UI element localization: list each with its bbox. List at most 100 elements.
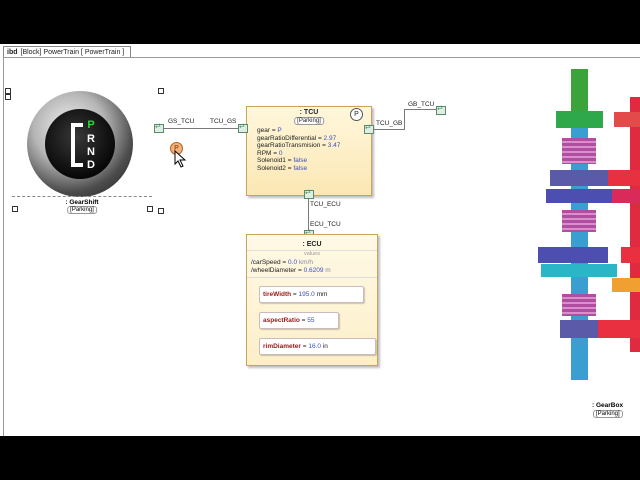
diagram-canvas[interactable]: ibd[Block] PowerTrain [ PowerTrain ] P R… [0,44,640,436]
attr-value: 3.47 [327,142,341,149]
part-unit: mm [314,291,328,298]
gear-letter-p: P [87,119,95,131]
gearbox-gear [541,264,617,277]
gear-letter-d: D [87,159,95,171]
selection-handle[interactable] [147,206,153,212]
pin-p-icon[interactable]: P [170,142,183,155]
attr-name: /wheelDiameter = [251,266,304,274]
gearbox-output-shaft [630,97,640,352]
gear-letter-n: N [87,146,95,158]
frame-kind: ibd [7,49,18,56]
attr-value: 2.97 [323,134,337,142]
attr-name: Solenoid2 = [257,164,294,172]
tcu-attr-ratio-trans: gearRatioTransmision = 3.47 [257,142,340,150]
tcu-ecu-port-label: TCU_ECU [310,201,341,208]
ecu-name: : ECU [302,241,322,248]
part-value: 195.0 [298,291,315,298]
tcu-attr-solenoid2: Solenoid2 = false [257,165,307,173]
gearbox-state: [Parking] [593,410,623,418]
tcu-gb-port-label: TCU_GB [376,120,403,127]
part-value: 55 [307,317,315,324]
gearshift-knob-face: P R N D [45,109,115,179]
attr-value: false [293,157,308,164]
tcu-attr-ratio-diff: gearRatioDifferential = 2.97 [257,135,336,143]
frame-title-tab: ibd[Block] PowerTrain [ PowerTrain ] [3,46,132,58]
gearbox-synchro [562,294,596,316]
aspect-ratio-part[interactable]: aspectRatio = 55 [259,312,339,329]
gearshift-state: [Parking] [67,206,97,214]
gear-letter-r: R [87,133,95,145]
attr-unit: km/h [298,259,313,266]
attr-value: 0.6209 [303,266,324,274]
attr-value: P [277,127,282,134]
selection-handle[interactable] [5,94,11,100]
attr-value: false [293,164,308,172]
shift-gate-bar [71,123,83,127]
gearbox-gear [621,247,640,263]
attr-value: 0.0 [288,259,298,266]
selection-handle[interactable] [5,88,11,94]
ecu-block[interactable]: : ECU values /carSpeed = 0.0 km/h /wheel… [246,234,378,366]
gearbox-reverse-gear [612,278,640,292]
attr-name: RPM = [257,149,279,157]
tire-width-part[interactable]: tireWidth = 195.0 mm [259,286,364,303]
ecu-values-header: values [304,251,320,257]
connector-tcu-gb[interactable] [373,129,405,130]
tcu-pin-p-icon[interactable]: P [350,108,363,121]
gearbox-gear [556,111,603,128]
tcu-gs-port[interactable] [238,122,248,133]
gearshift-name: : GearShift [65,199,99,206]
gearbox-gear [546,189,612,203]
part-name: tireWidth [263,291,292,298]
part-eq: = [300,343,309,350]
tcu-name: : TCU [299,109,319,116]
gearbox-input-shaft [571,69,588,115]
attr-name: Solenoid1 = [257,157,294,164]
tcu-state: [Parking] [294,117,324,125]
gearshift-knob-image[interactable]: P R N D [27,91,133,197]
attr-name: /carSpeed = [251,259,289,266]
tcu-attr-rpm: RPM = 0 [257,150,282,158]
gs-tcu-port-label: GS_TCU [168,118,195,125]
attr-name: gearRatioTransmision = [257,142,328,149]
connector-tcu-gb[interactable] [404,109,405,130]
connector-tcu-ecu[interactable] [308,199,309,232]
shift-gate-bar [71,123,75,167]
gearbox-gear [598,320,640,338]
mouse-cursor-icon [174,150,187,168]
gs-tcu-port[interactable] [154,122,164,133]
attr-unit: m [325,266,331,274]
selection-handle[interactable] [158,88,164,94]
gearbox-gear [550,170,608,186]
tcu-ecu-port[interactable] [304,188,314,199]
part-value: 16.0 [308,343,322,350]
attr-name: gearRatioDifferential = [257,134,324,142]
tcu-attr-solenoid1: Solenoid1 = false [257,157,307,165]
ecu-tcu-port-label: ECU_TCU [310,221,341,228]
gearbox-gear [560,320,598,338]
attr-value: 0 [278,149,283,157]
gearbox-gear [612,189,640,203]
gearbox-gear [608,170,640,186]
connector-gs-tcu[interactable] [164,128,238,129]
rim-diameter-part[interactable]: rimDiameter = 16.0 in [259,338,376,355]
part-name: rimDiameter [263,343,301,350]
ecu-divider [247,277,377,278]
tcu-block[interactable]: : TCU [Parking] P gear = P gearRatioDiff… [246,106,372,196]
gb-tcu-port-label: GB_TCU [408,101,435,108]
frame-title: [Block] PowerTrain [ PowerTrain ] [20,49,125,56]
ecu-attr-car-speed: /carSpeed = 0.0 km/h [251,259,313,267]
gearbox-gear [614,112,640,127]
gearbox-synchro [562,138,596,164]
selection-handle[interactable] [158,208,164,214]
shift-gate-bar [71,163,83,167]
ecu-attr-wheel-diameter: /wheelDiameter = 0.6209 m [251,267,331,275]
gearshift-divider [12,196,152,197]
attr-name: gear = [257,127,278,134]
gb-tcu-port[interactable] [436,104,446,115]
frame-border-top [3,57,640,58]
frame-border-left [3,57,4,436]
connector-tcu-gb[interactable] [404,109,438,110]
selection-handle[interactable] [12,206,18,212]
part-unit: in [321,343,328,350]
